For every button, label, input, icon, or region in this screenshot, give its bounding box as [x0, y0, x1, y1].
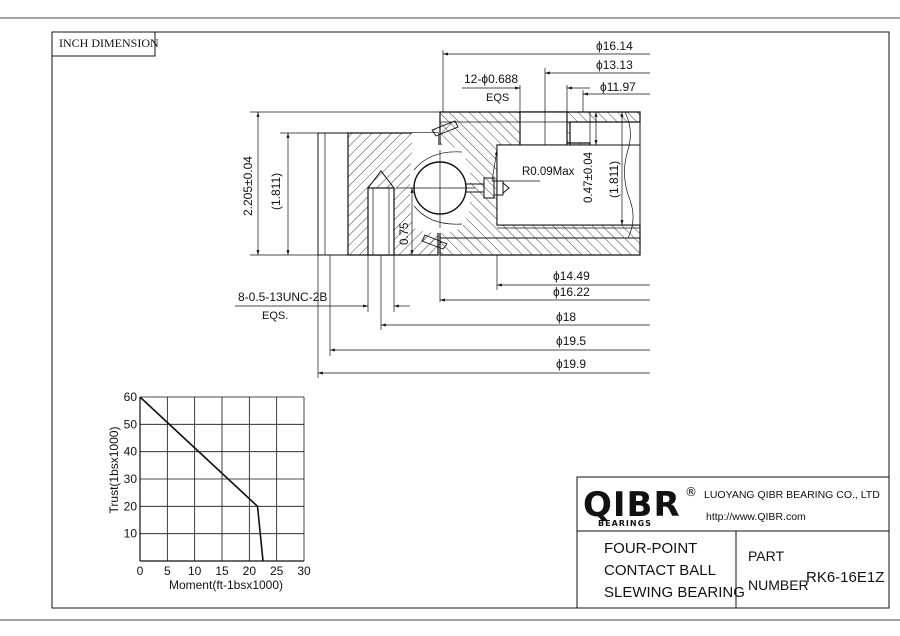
drawing-frame — [51, 31, 890, 609]
dim-holes: 12-ϕ0.688 — [464, 72, 518, 86]
seal-top — [431, 120, 459, 137]
dim-d1449: ϕ14.49 — [553, 269, 590, 283]
y-tick-label: 40 — [124, 445, 138, 459]
chart-x-axis-label: Moment(ft-1bsx1000) — [169, 578, 283, 592]
top-dimensions: ϕ16.14 ϕ13.13 12-ϕ0.688 EQS ϕ11.97 R0.09… — [442, 39, 650, 182]
dim-d1622: ϕ16.22 — [553, 285, 590, 299]
dim-gap: 0.47±0.04 — [583, 151, 595, 203]
chart-grid — [139, 396, 305, 562]
chart-y-axis-label: Trust(1bsx1000) — [107, 427, 121, 514]
outer-ring-lip — [317, 132, 349, 256]
y-tick-label: 60 — [124, 390, 138, 404]
frame-label-box — [52, 32, 156, 57]
company-logo: QIBR — [583, 485, 681, 525]
x-tick-label: 15 — [215, 564, 229, 578]
part-label-1: PART — [748, 548, 784, 564]
load-chart: 0 5 10 15 20 25 30 10 20 30 40 50 60 Moment(ft-1bsx… — [107, 390, 311, 592]
mounting-hole — [519, 111, 568, 146]
dim-d195: ϕ19.5 — [556, 334, 586, 348]
dim-d1197: ϕ11.97 — [600, 80, 636, 94]
title-block: QIBR ® BEARINGS LUOYANG QIBR BEARING CO.… — [576, 476, 890, 609]
description-line-2: CONTACT BALL — [604, 562, 716, 579]
chart-x-ticks: 0 5 10 15 20 25 30 — [137, 564, 311, 578]
x-tick-label: 10 — [188, 564, 202, 578]
x-tick-label: 30 — [297, 564, 311, 578]
y-tick-label: 50 — [124, 417, 138, 431]
x-tick-label: 25 — [270, 564, 284, 578]
company-url[interactable]: http://www.QIBR.com — [706, 511, 806, 523]
x-tick-label: 5 — [164, 564, 171, 578]
x-tick-label: 20 — [243, 564, 257, 578]
description-line-1: FOUR-POINT — [604, 540, 697, 557]
dim-height-total: 2.205±0.04 — [241, 156, 255, 216]
company-logo-sub: BEARINGS — [598, 519, 652, 528]
dim-radius: R0.09Max — [522, 166, 575, 178]
dim-tap-eqs: EQS. — [262, 310, 288, 322]
y-tick-label: 30 — [124, 472, 138, 486]
dim-d1614: ϕ16.14 — [596, 39, 633, 53]
seal-bottom — [421, 234, 448, 250]
grease-fitting — [466, 177, 510, 199]
ring-bore — [496, 144, 641, 226]
x-tick-label: 0 — [137, 564, 144, 578]
dim-height-inner: (1.811) — [269, 173, 283, 210]
frame-label: INCH DIMENSION — [59, 36, 159, 50]
dim-d199: ϕ19.9 — [556, 357, 586, 371]
tapped-hole — [367, 187, 395, 256]
bearing-cross-section — [317, 111, 641, 256]
dim-holes-eqs: EQS — [486, 92, 509, 104]
y-tick-label: 10 — [124, 527, 138, 541]
part-number: RK6-16E1Z — [806, 569, 884, 586]
dim-tap: 8-0.5-13UNC-2B — [238, 290, 327, 304]
company-name: LUOYANG QIBR BEARING CO., LTD — [704, 489, 880, 501]
bottom-dimensions: ϕ14.49 ϕ16.22 8-0.5-13UNC-2B EQS. ϕ18 ϕ1… — [235, 255, 650, 378]
dim-d18: ϕ18 — [556, 310, 576, 324]
y-tick-label: 20 — [124, 499, 138, 513]
title-block-frame — [576, 476, 890, 609]
part-label-2: NUMBER — [748, 577, 809, 593]
dim-depth: 0.75 — [399, 223, 411, 245]
vertical-dimensions: 2.205±0.04 (1.811) 0.75 0.47±0.04 (1.811… — [241, 111, 624, 256]
registered-mark: ® — [685, 485, 697, 499]
description-line-3: SLEWING BEARING — [604, 584, 745, 601]
load-curve-series — [139, 396, 264, 562]
dim-height-right: (1.811) — [607, 161, 621, 198]
chart-y-ticks: 10 20 30 40 50 60 — [124, 390, 138, 541]
dim-d1313: ϕ13.13 — [596, 58, 633, 72]
